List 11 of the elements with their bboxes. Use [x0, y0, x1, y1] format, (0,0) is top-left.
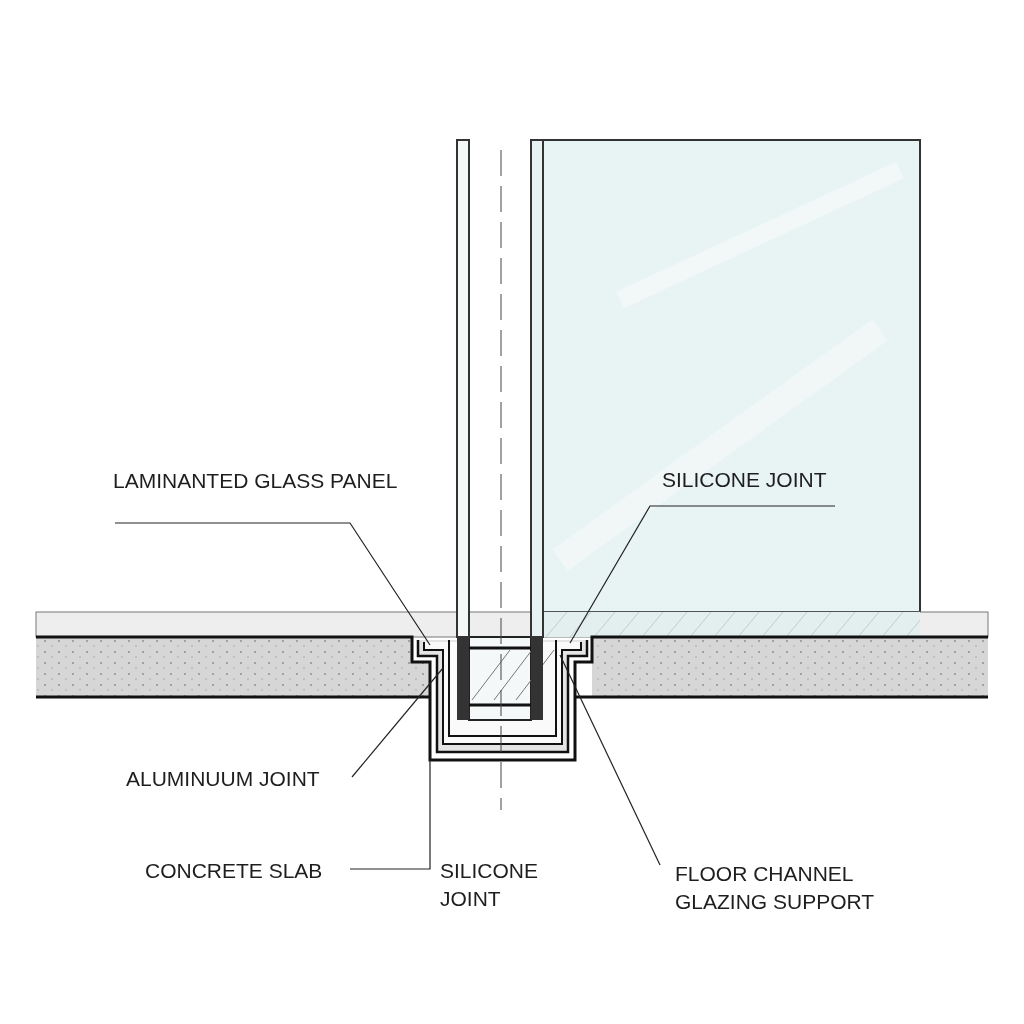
leader-line — [114, 522, 431, 646]
callout-label: LAMINANTED GLASS PANEL — [113, 467, 398, 495]
leader-line — [569, 505, 836, 644]
callout-label: SILICONE JOINT — [662, 466, 827, 494]
leader-line — [351, 667, 444, 778]
leader-line — [559, 654, 661, 866]
leader-line — [349, 759, 431, 870]
callout-label: ALUMINUUM JOINT — [126, 765, 320, 793]
callout-label: CONCRETE SLAB — [145, 857, 323, 885]
callout-label: SILICONE JOINT — [440, 858, 540, 912]
callout-label: FLOOR CHANNEL GLAZING SUPPORT — [675, 860, 905, 916]
